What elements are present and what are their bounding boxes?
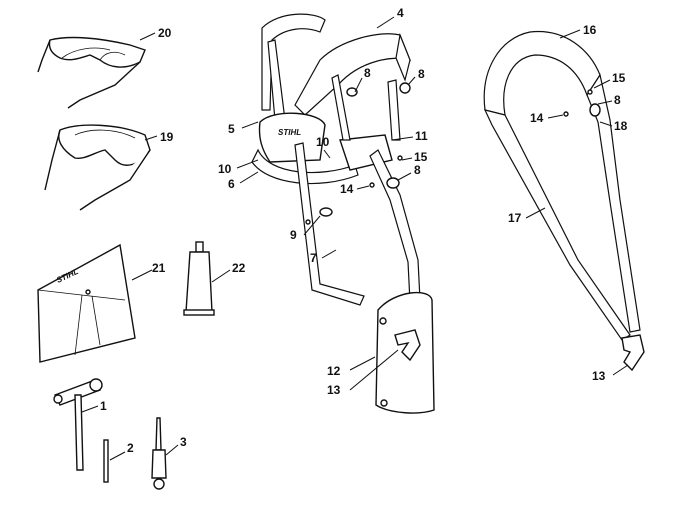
callout-18: 18 xyxy=(614,119,628,133)
callout-9: 9 xyxy=(290,228,297,242)
grease-tube-22 xyxy=(183,241,215,316)
callout-7: 7 xyxy=(310,251,317,265)
callout-16: 16 xyxy=(583,23,597,37)
callout-8d: 8 xyxy=(614,93,621,107)
tool-pouch-21: STIHL xyxy=(37,243,136,363)
callout-13a: 13 xyxy=(327,383,341,397)
callout-10b: 10 xyxy=(316,135,330,149)
callout-14a: 14 xyxy=(340,182,354,196)
callout-3: 3 xyxy=(180,435,187,449)
callout-13b: 13 xyxy=(592,369,606,383)
callout-8b: 8 xyxy=(418,67,425,81)
full-harness: STIHL xyxy=(251,13,435,414)
callout-5: 5 xyxy=(228,122,235,136)
callout-19: 19 xyxy=(160,130,174,144)
safety-glasses-19 xyxy=(44,124,151,211)
callout-6: 6 xyxy=(228,177,235,191)
harness-logo: STIHL xyxy=(278,128,301,137)
callout-17: 17 xyxy=(508,211,522,225)
callout-15b: 15 xyxy=(612,71,626,85)
callout-8a: 8 xyxy=(364,66,371,80)
callout-12: 12 xyxy=(327,364,341,378)
safety-glasses-20 xyxy=(37,36,146,109)
callout-14b: 14 xyxy=(530,111,544,125)
shoulder-strap xyxy=(483,30,645,372)
callout-1: 1 xyxy=(100,399,107,413)
callout-10a: 10 xyxy=(218,162,232,176)
callout-11: 11 xyxy=(415,129,428,143)
callout-21: 21 xyxy=(152,261,166,275)
callout-2: 2 xyxy=(127,441,134,455)
callout-15a: 15 xyxy=(414,150,428,164)
callout-4: 4 xyxy=(397,6,404,20)
callout-8c: 8 xyxy=(414,163,421,177)
pin-2 xyxy=(103,439,109,483)
screwdriver-3 xyxy=(151,417,167,490)
combination-wrench-1 xyxy=(53,378,103,471)
callout-20: 20 xyxy=(158,26,172,40)
callout-22: 22 xyxy=(232,261,246,275)
